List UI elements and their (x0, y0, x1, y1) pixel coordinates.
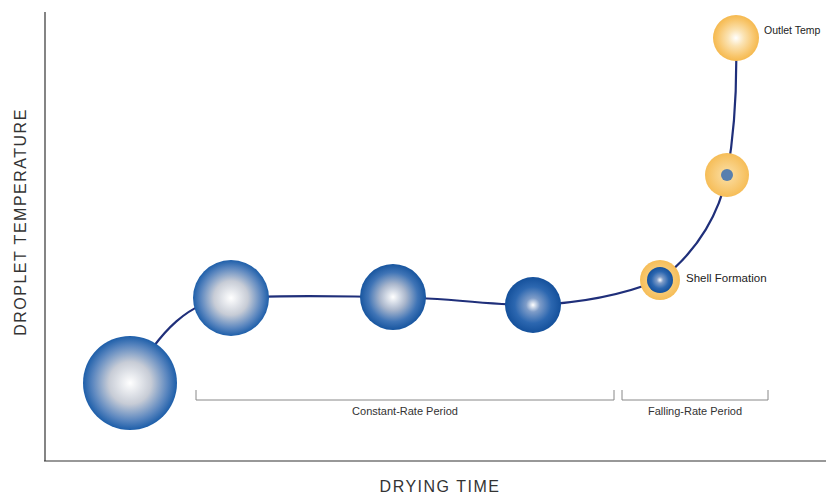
droplet (193, 260, 269, 336)
period-bracket (622, 390, 768, 400)
period-label: Falling-Rate Period (648, 405, 742, 417)
droplet-shell (640, 260, 680, 300)
dry-particle (713, 15, 759, 61)
stage-label: Outlet Temp (764, 24, 820, 36)
droplet (505, 277, 561, 333)
droplet-shell (705, 153, 749, 197)
x-axis (44, 460, 826, 461)
period-label: Constant-Rate Period (352, 405, 458, 417)
period-bracket (196, 390, 614, 400)
droplet-core (647, 267, 673, 293)
stage-label: Shell Formation (686, 272, 767, 284)
droplet (360, 264, 426, 330)
axis-title: DROPLET TEMPERATURE (12, 108, 30, 336)
droplet (83, 336, 177, 430)
axis-title: DRYING TIME (380, 478, 501, 496)
temperature-curve (130, 40, 736, 383)
droplet-core (721, 169, 733, 181)
y-axis (44, 12, 45, 461)
